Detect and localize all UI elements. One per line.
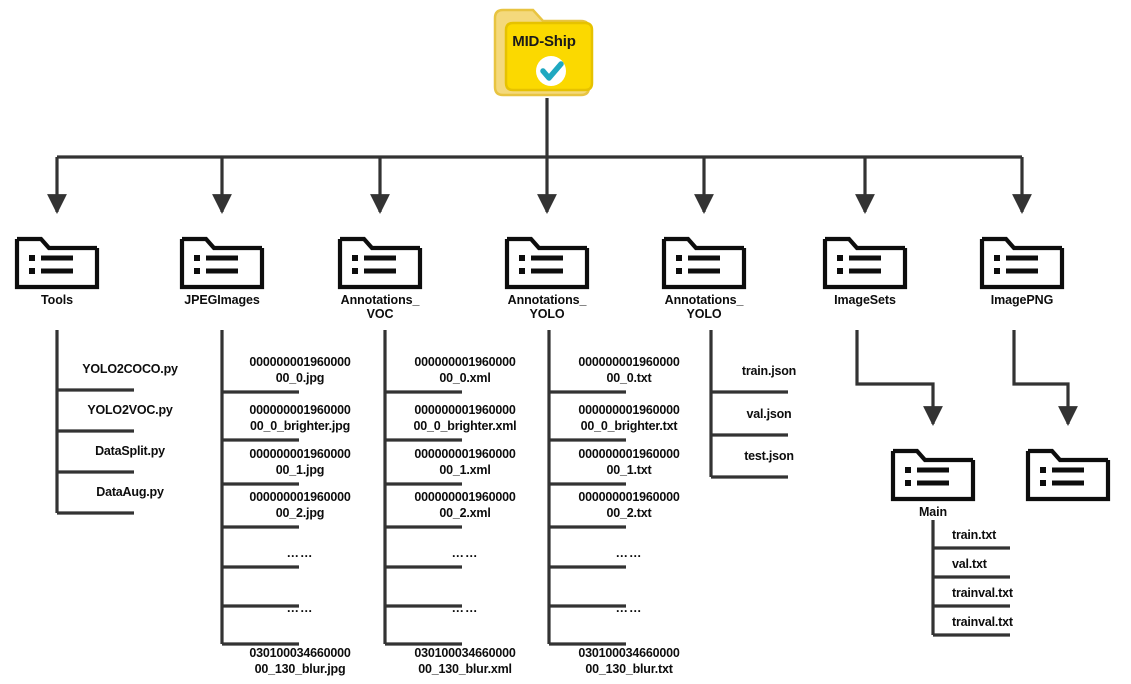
file-item-ellipsis: …… [615,601,643,615]
folder-imagepng[interactable]: ImagePNG [977,228,1067,308]
root-folder-label: MID-Ship [512,33,576,50]
file-item[interactable]: val.txt [952,557,987,571]
file-item-ellipsis: …… [286,546,314,560]
file-item[interactable]: YOLO2VOC.py [87,403,173,417]
file-item[interactable]: train.txt [952,528,997,542]
folder-icon [179,236,265,290]
file-item[interactable]: 000000001960000 00_0_brighter.xml [413,403,517,433]
file-item[interactable]: DataAug.py [96,485,164,499]
folder-imagesets[interactable]: ImageSets [820,228,910,308]
file-item[interactable]: 000000001960000 00_0.xml [414,355,516,385]
file-item-ellipsis: …… [286,601,314,615]
filelist-annotations-voc: 000000001960000 00_0.xml 000000001960000… [390,355,540,684]
file-item[interactable]: test.json [744,449,794,463]
folder-label: Annotations_YOLO [664,293,744,321]
file-item-ellipsis: …… [451,546,479,560]
file-item[interactable]: 000000001960000 00_1.xml [414,447,516,477]
file-item[interactable]: 000000001960000 00_0_brighter.txt [578,403,680,433]
folder-icon [1025,448,1111,502]
folder-label: JPEGImages [184,293,260,307]
folder-icon [979,236,1065,290]
file-item[interactable]: YOLO2COCO.py [82,362,178,376]
filelist-tools: YOLO2COCO.py YOLO2VOC.py DataSplit.py Da… [60,362,200,526]
folder-label: Tools [41,293,73,307]
file-item[interactable]: trainval.txt [952,615,1013,629]
folder-icon [14,236,100,290]
filelist-annotations-yolo-json: train.json val.json test.json [714,364,824,491]
folder-icon [890,448,976,502]
file-item[interactable]: 000000001960000 00_2.jpg [249,490,351,520]
folder-annotations-voc[interactable]: Annotations_VOC [335,228,425,321]
file-item[interactable]: 000000001960000 00_2.txt [578,490,680,520]
folder-icon [661,236,747,290]
file-item[interactable]: 030100034660000 00_130_blur.xml [414,646,516,676]
folder-imagepng-child[interactable] [1023,440,1113,506]
diagram-canvas: MID-Ship Tools JPEGImages [12,4,1113,676]
file-item[interactable]: 030100034660000 00_130_blur.jpg [249,646,351,676]
folder-jpegimages[interactable]: JPEGImages [177,228,267,308]
filelist-jpegimages: 000000001960000 00_0.jpg 000000001960000… [225,355,375,684]
file-item[interactable]: 030100034660000 00_130_blur.txt [578,646,680,676]
folder-main[interactable]: Main [888,440,978,520]
folder-label: Main [918,505,948,519]
file-item[interactable]: trainval.txt [952,586,1013,600]
file-item[interactable]: val.json [746,407,792,421]
folder-label: Annotations_YOLO [507,293,587,321]
file-item[interactable]: train.json [741,364,797,378]
file-item[interactable]: DataSplit.py [95,444,165,458]
folder-label: Annotations_VOC [340,293,420,321]
file-item[interactable]: 000000001960000 00_0.jpg [249,355,351,385]
folder-icon [337,236,423,290]
file-item-ellipsis: …… [451,601,479,615]
folder-tools[interactable]: Tools [12,228,102,308]
folder-annotations-yolo-txt[interactable]: Annotations_YOLO [502,228,592,321]
folder-annotations-yolo-json[interactable]: Annotations_YOLO [659,228,749,321]
folder-label: ImagePNG [990,293,1054,307]
file-item[interactable]: 000000001960000 00_2.xml [414,490,516,520]
folder-icon [822,236,908,290]
file-item[interactable]: 000000001960000 00_0_brighter.jpg [249,403,351,433]
filelist-main: train.txt val.txt trainval.txt trainval.… [936,528,1056,644]
file-item[interactable]: 000000001960000 00_1.txt [578,447,680,477]
file-item[interactable]: 000000001960000 00_1.jpg [249,447,351,477]
folder-label: ImageSets [834,293,896,307]
root-folder-icon[interactable] [489,4,599,104]
folder-icon [504,236,590,290]
filelist-annotations-yolo-txt: 000000001960000 00_0.txt 000000001960000… [554,355,704,684]
file-item-ellipsis: …… [615,546,643,560]
file-item[interactable]: 000000001960000 00_0.txt [578,355,680,385]
